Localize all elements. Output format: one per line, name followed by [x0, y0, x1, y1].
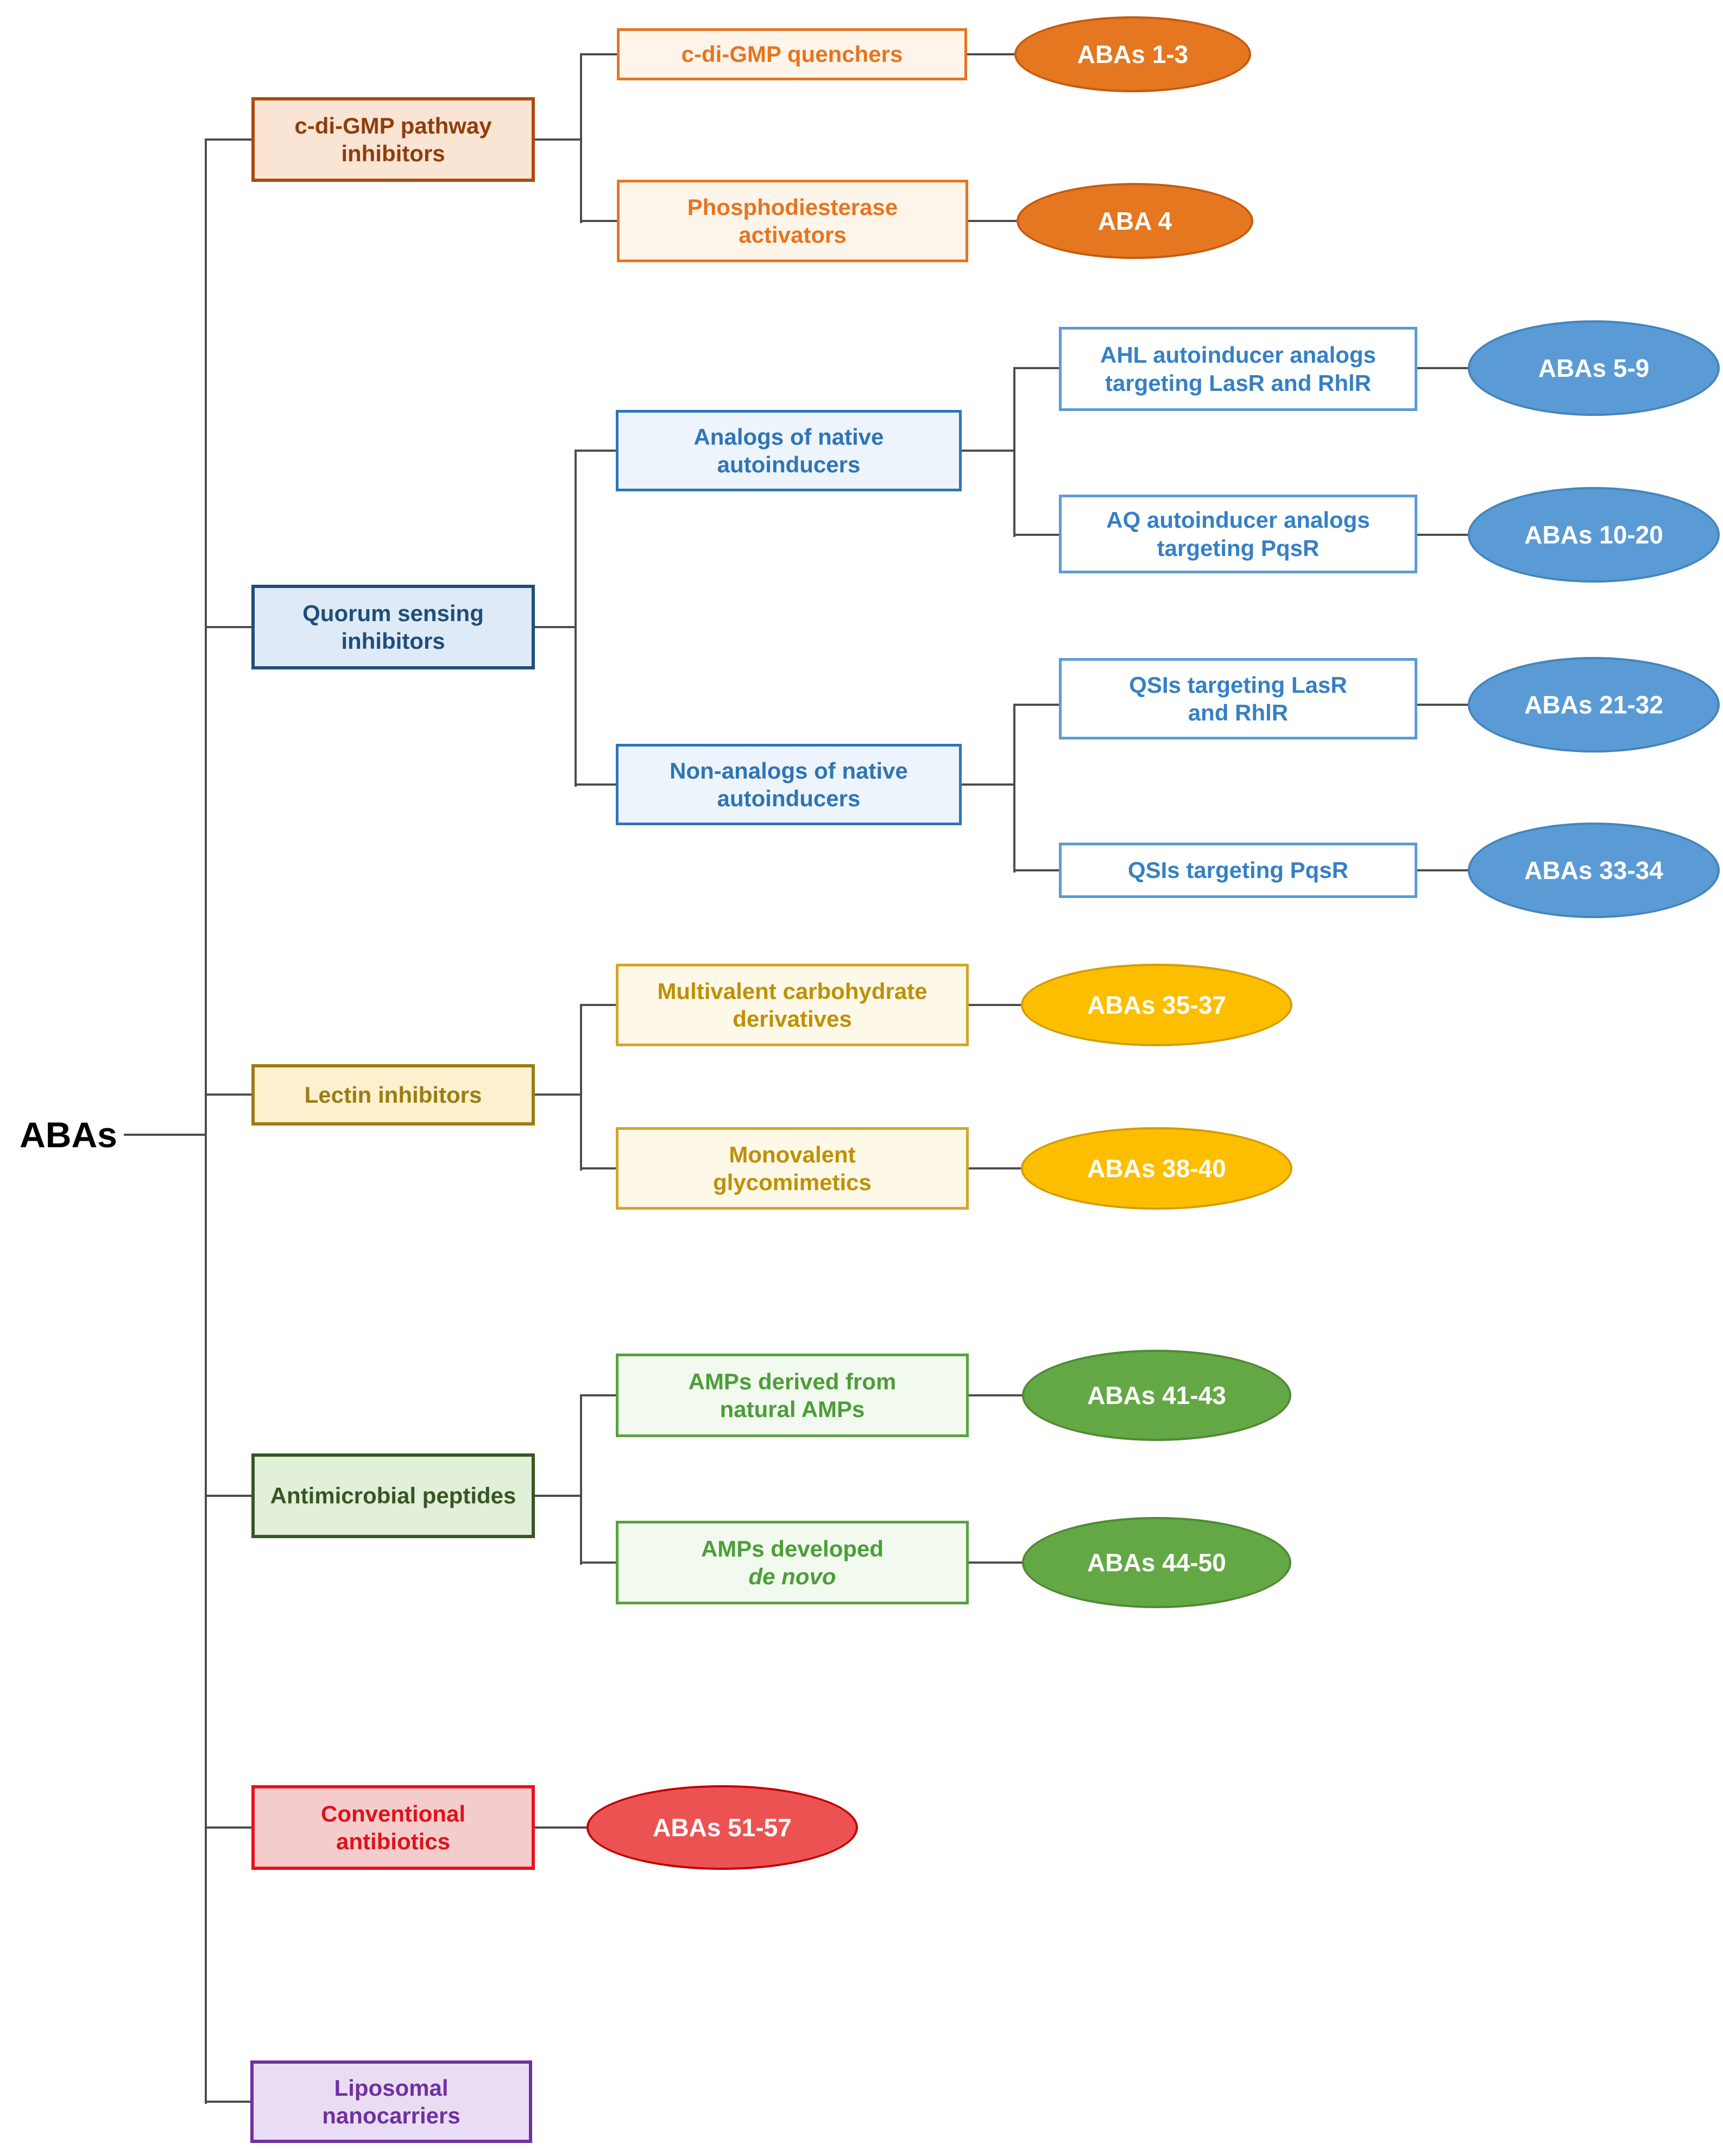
connector-line — [581, 1394, 617, 1396]
node-monovalent-glycomimetics: Monovalent glycomimetics — [616, 1127, 969, 1210]
connector-line — [580, 1004, 582, 1171]
connector-line — [580, 53, 582, 223]
connector-line — [1417, 704, 1469, 706]
root-label-abas: ABAs — [20, 1115, 117, 1155]
node-quorum-sensing-inhibitors: Quorum sensing inhibitors — [251, 585, 535, 669]
node-qsis-targeting-pqsr: QSIs targeting PqsR — [1059, 843, 1417, 898]
connector-line — [581, 1167, 617, 1169]
connector-line — [581, 1561, 617, 1564]
connector-line — [207, 2101, 250, 2103]
node-antimicrobial-peptides: Antimicrobial peptides — [251, 1453, 535, 1538]
node-amps-developed-de-novo: AMPs developed de novo — [616, 1521, 969, 1604]
connector-line — [535, 138, 581, 141]
connector-line — [535, 626, 576, 628]
connector-line — [962, 450, 1014, 452]
connector-line — [576, 783, 616, 786]
ellipse-abas-38-40: ABAs 38-40 — [1021, 1127, 1292, 1210]
connector-line — [969, 1004, 1022, 1006]
ellipse-abas-5-9: ABAs 5-9 — [1468, 320, 1720, 416]
ellipse-abas-35-37: ABAs 35-37 — [1021, 964, 1292, 1046]
ellipse-abas-51-57: ABAs 51-57 — [586, 1785, 858, 1870]
node-qsis-targeting-lasr-rhlr: QSIs targeting LasR and RhlR — [1059, 658, 1417, 739]
connector-line — [581, 220, 617, 222]
connector-line — [962, 783, 1014, 786]
ellipse-abas-10-20: ABAs 10-20 — [1468, 487, 1720, 583]
connector-line — [1014, 367, 1059, 369]
ellipse-abas-1-3: ABAs 1-3 — [1014, 16, 1251, 92]
connector-line — [576, 450, 616, 452]
ellipse-abas-44-50: ABAs 44-50 — [1022, 1517, 1291, 1608]
node-multivalent-carbohydrate-derivatives: Multivalent carbohydrate derivatives — [616, 964, 969, 1046]
node-lectin-inhibitors: Lectin inhibitors — [251, 1064, 535, 1126]
node-cdigmp-quenchers: c-di-GMP quenchers — [617, 28, 967, 80]
amps-developed-line2-italic: de novo — [748, 1564, 836, 1589]
connector-line — [1417, 869, 1469, 871]
connector-line — [207, 626, 251, 628]
connector-line — [207, 1093, 251, 1096]
ellipse-abas-41-43: ABAs 41-43 — [1022, 1350, 1291, 1441]
connector-line — [969, 1561, 1023, 1564]
node-phosphodiesterase-activators: Phosphodiesterase activators — [617, 180, 968, 262]
connector-line — [535, 1093, 581, 1096]
connector-line — [1417, 367, 1469, 369]
connector-line — [1014, 534, 1059, 536]
connector-line — [969, 1167, 1022, 1169]
connector-line — [581, 53, 617, 55]
connector-line — [207, 138, 251, 141]
connector-line — [535, 1826, 588, 1829]
connector-line — [1013, 367, 1015, 537]
connector-line — [575, 450, 577, 787]
connector-line — [969, 1394, 1023, 1396]
amps-developed-line1: AMPs developed — [700, 1535, 884, 1561]
node-amps-derived-from-natural-amps: AMPs derived from natural AMPs — [616, 1354, 969, 1437]
node-analogs-of-native-autoinducers: Analogs of native autoinducers — [616, 410, 962, 491]
ellipse-abas-33-34: ABAs 33-34 — [1468, 823, 1720, 918]
ellipse-aba-4: ABA 4 — [1017, 183, 1253, 259]
connector-line — [968, 220, 1017, 222]
node-ahl-autoinducer-analogs: AHL autoinducer analogs targeting LasR a… — [1059, 327, 1417, 411]
node-conventional-antibiotics: Conventional antibiotics — [251, 1785, 535, 1870]
connector-line — [207, 1826, 251, 1829]
connector-line — [967, 53, 1014, 55]
connector-line — [535, 1495, 581, 1497]
connector-line — [1013, 704, 1015, 872]
connector-line — [1417, 534, 1469, 536]
connector-line — [1014, 704, 1059, 706]
connector-line — [581, 1004, 617, 1006]
trunk-line — [205, 138, 207, 2104]
connector-line — [207, 1495, 251, 1497]
node-aq-autoinducer-analogs: AQ autoinducer analogs targeting PqsR — [1059, 495, 1417, 573]
connector-line — [124, 1134, 206, 1136]
connector-line — [580, 1394, 582, 1565]
connector-line — [1014, 869, 1059, 871]
node-liposomal-nanocarriers: Liposomal nanocarriers — [250, 2060, 532, 2143]
node-non-analogs-of-native-autoinducers: Non-analogs of native autoinducers — [616, 744, 962, 825]
node-cdigmp-pathway-inhibitors: c-di-GMP pathway inhibitors — [251, 97, 535, 182]
ellipse-abas-21-32: ABAs 21-32 — [1468, 657, 1720, 753]
